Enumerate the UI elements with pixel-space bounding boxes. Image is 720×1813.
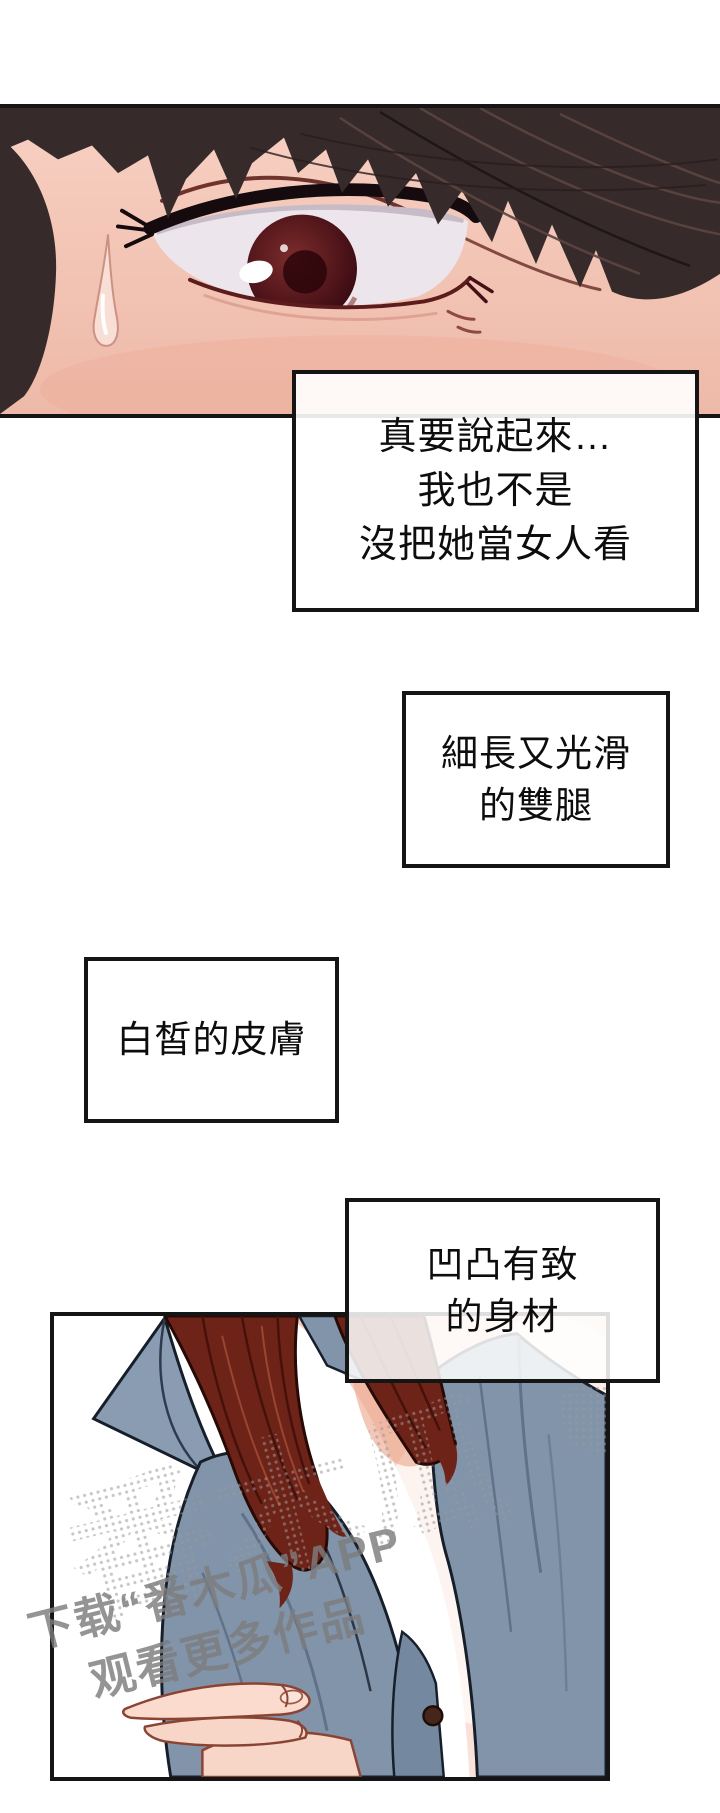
shirt-button (422, 1705, 444, 1727)
hand-fingers (122, 1682, 311, 1721)
eye-artwork (0, 108, 720, 414)
speech-line: 凹凸有致 (426, 1243, 579, 1285)
speech-box-1: 真要說起來… 我也不是 沒把她當女人看 (292, 370, 699, 612)
speech-box-4: 凹凸有致 的身材 (345, 1198, 660, 1383)
speech-box-2: 細長又光滑 的雙腿 (402, 691, 670, 868)
speech-line: 我也不是 (417, 470, 574, 512)
speech-line: 白皙的皮膚 (116, 1019, 307, 1060)
speech-line: 的身材 (445, 1295, 560, 1337)
speech-box-3: 白皙的皮膚 (84, 957, 339, 1123)
speech-line: 沒把她當女人看 (358, 524, 632, 566)
speech-line: 細長又光滑 (441, 732, 631, 774)
speech-line: 真要說起來… (378, 416, 613, 458)
tear-drop (92, 234, 119, 347)
speech-line: 的雙腿 (479, 784, 593, 826)
